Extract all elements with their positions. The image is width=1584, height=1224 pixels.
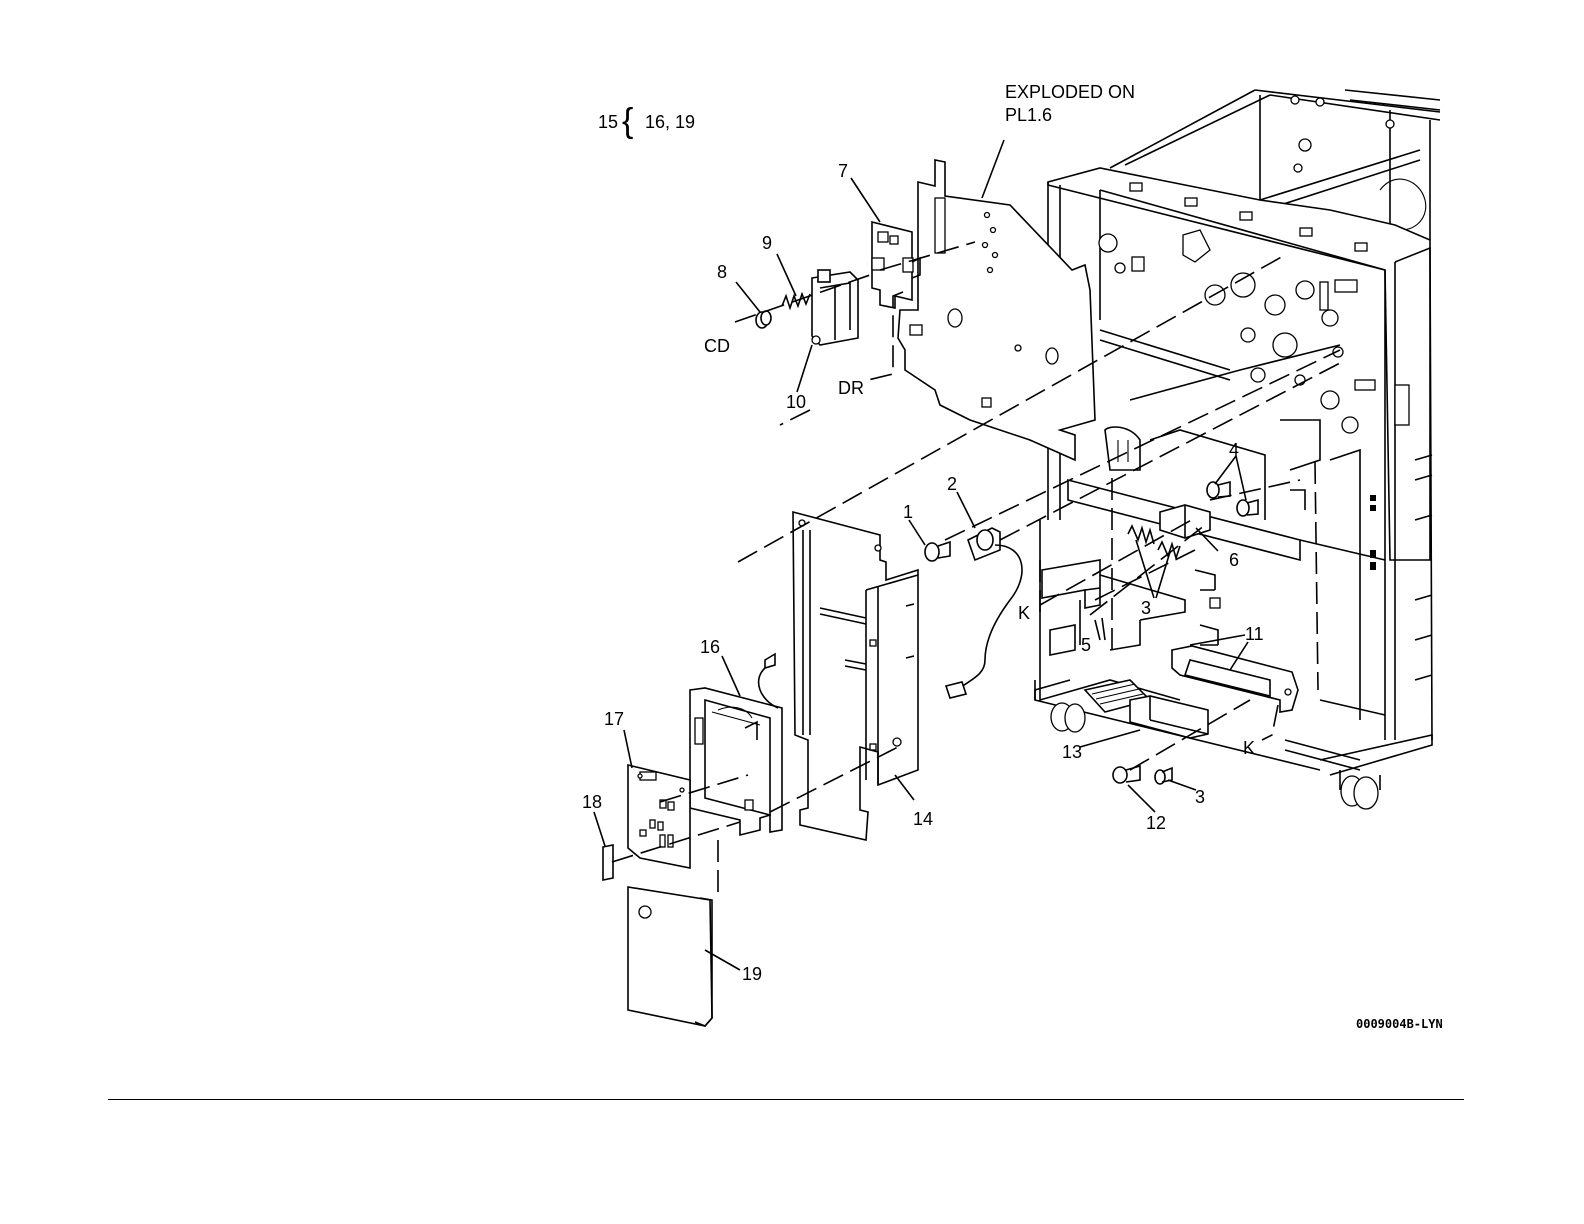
exploded-note-leader [982,140,1004,198]
part-19-cover [628,887,712,1026]
part-11-bracket [1172,646,1298,712]
ref-k-right: K [1243,738,1255,758]
callout-13: 13 [1062,742,1082,762]
group-key-label: 15 [598,112,618,132]
figure-code: 0009004B-LYN [1356,1017,1443,1031]
callout-18: 18 [582,792,602,812]
callout-17: 17 [604,709,624,729]
callout-8: 8 [717,262,727,282]
callout-16: 16 [700,637,720,657]
part-17-board [628,765,690,868]
callout-4: 4 [1229,440,1239,460]
callout-19: 19 [742,964,762,984]
callout-1: 1 [903,502,913,522]
callout-11: 11 [1245,624,1264,644]
callout-3b: 3 [1195,787,1205,807]
exploded-note-line2: PL1.6 [1005,105,1052,125]
footer-rule [108,1099,1464,1100]
part-8-nut [756,311,771,328]
group-members-label: 16, 19 [645,112,695,132]
ref-cd: CD [704,336,730,356]
part-18-pad [603,845,613,880]
part-6-bracket [1160,505,1210,538]
callout-12: 12 [1146,813,1166,833]
part-1-screw [925,542,950,561]
group-brace: { [622,102,633,140]
ref-k-left: K [1018,603,1030,623]
callout-5: 5 [1081,635,1091,655]
exploded-note-line1: EXPLODED ON [1005,82,1135,102]
callout-14: 14 [913,809,933,829]
part-12-screw [1113,766,1140,783]
callout-6: 6 [1229,550,1239,570]
callout-2: 2 [947,474,957,494]
callout-10: 10 [786,392,806,412]
part-2-sensor-harness [946,528,1022,698]
exploded-plate-pl1-6 [898,160,1095,460]
callout-3a: 3 [1141,598,1151,618]
part-16-housing [690,654,782,835]
callout-7: 7 [838,161,848,181]
callout-9: 9 [762,233,772,253]
ref-dr: DR [838,378,864,398]
